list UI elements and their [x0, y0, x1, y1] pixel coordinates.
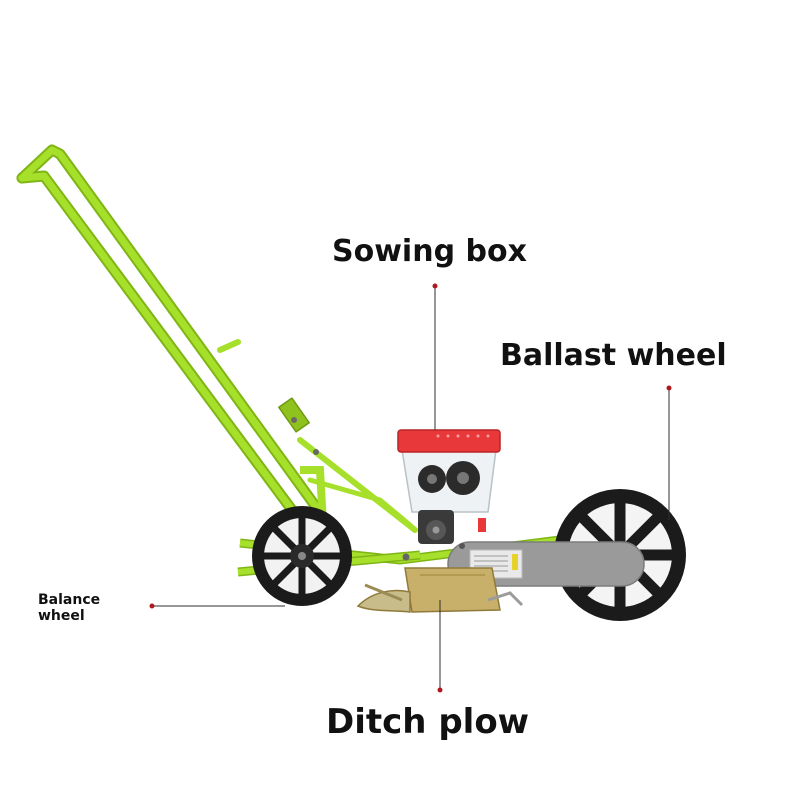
ditch-plow-label: Ditch plow	[326, 702, 530, 742]
balance-wheel-graphic	[252, 506, 352, 606]
ballast-wheel-label: Ballast wheel	[500, 338, 727, 373]
handle-frame	[16, 144, 418, 551]
balance-wheel-label: Balance wheel	[38, 592, 101, 624]
ditch-plow-dot	[437, 687, 443, 693]
sowing-box-label: Sowing box	[332, 234, 527, 269]
ditch-plow-graphic	[356, 567, 524, 613]
sowing-box-dot	[432, 283, 438, 289]
leader-lines	[149, 283, 672, 693]
balance-wheel-dot	[149, 603, 155, 609]
ballast-wheel-dot	[666, 385, 672, 391]
sowing-box-graphic	[397, 429, 501, 544]
